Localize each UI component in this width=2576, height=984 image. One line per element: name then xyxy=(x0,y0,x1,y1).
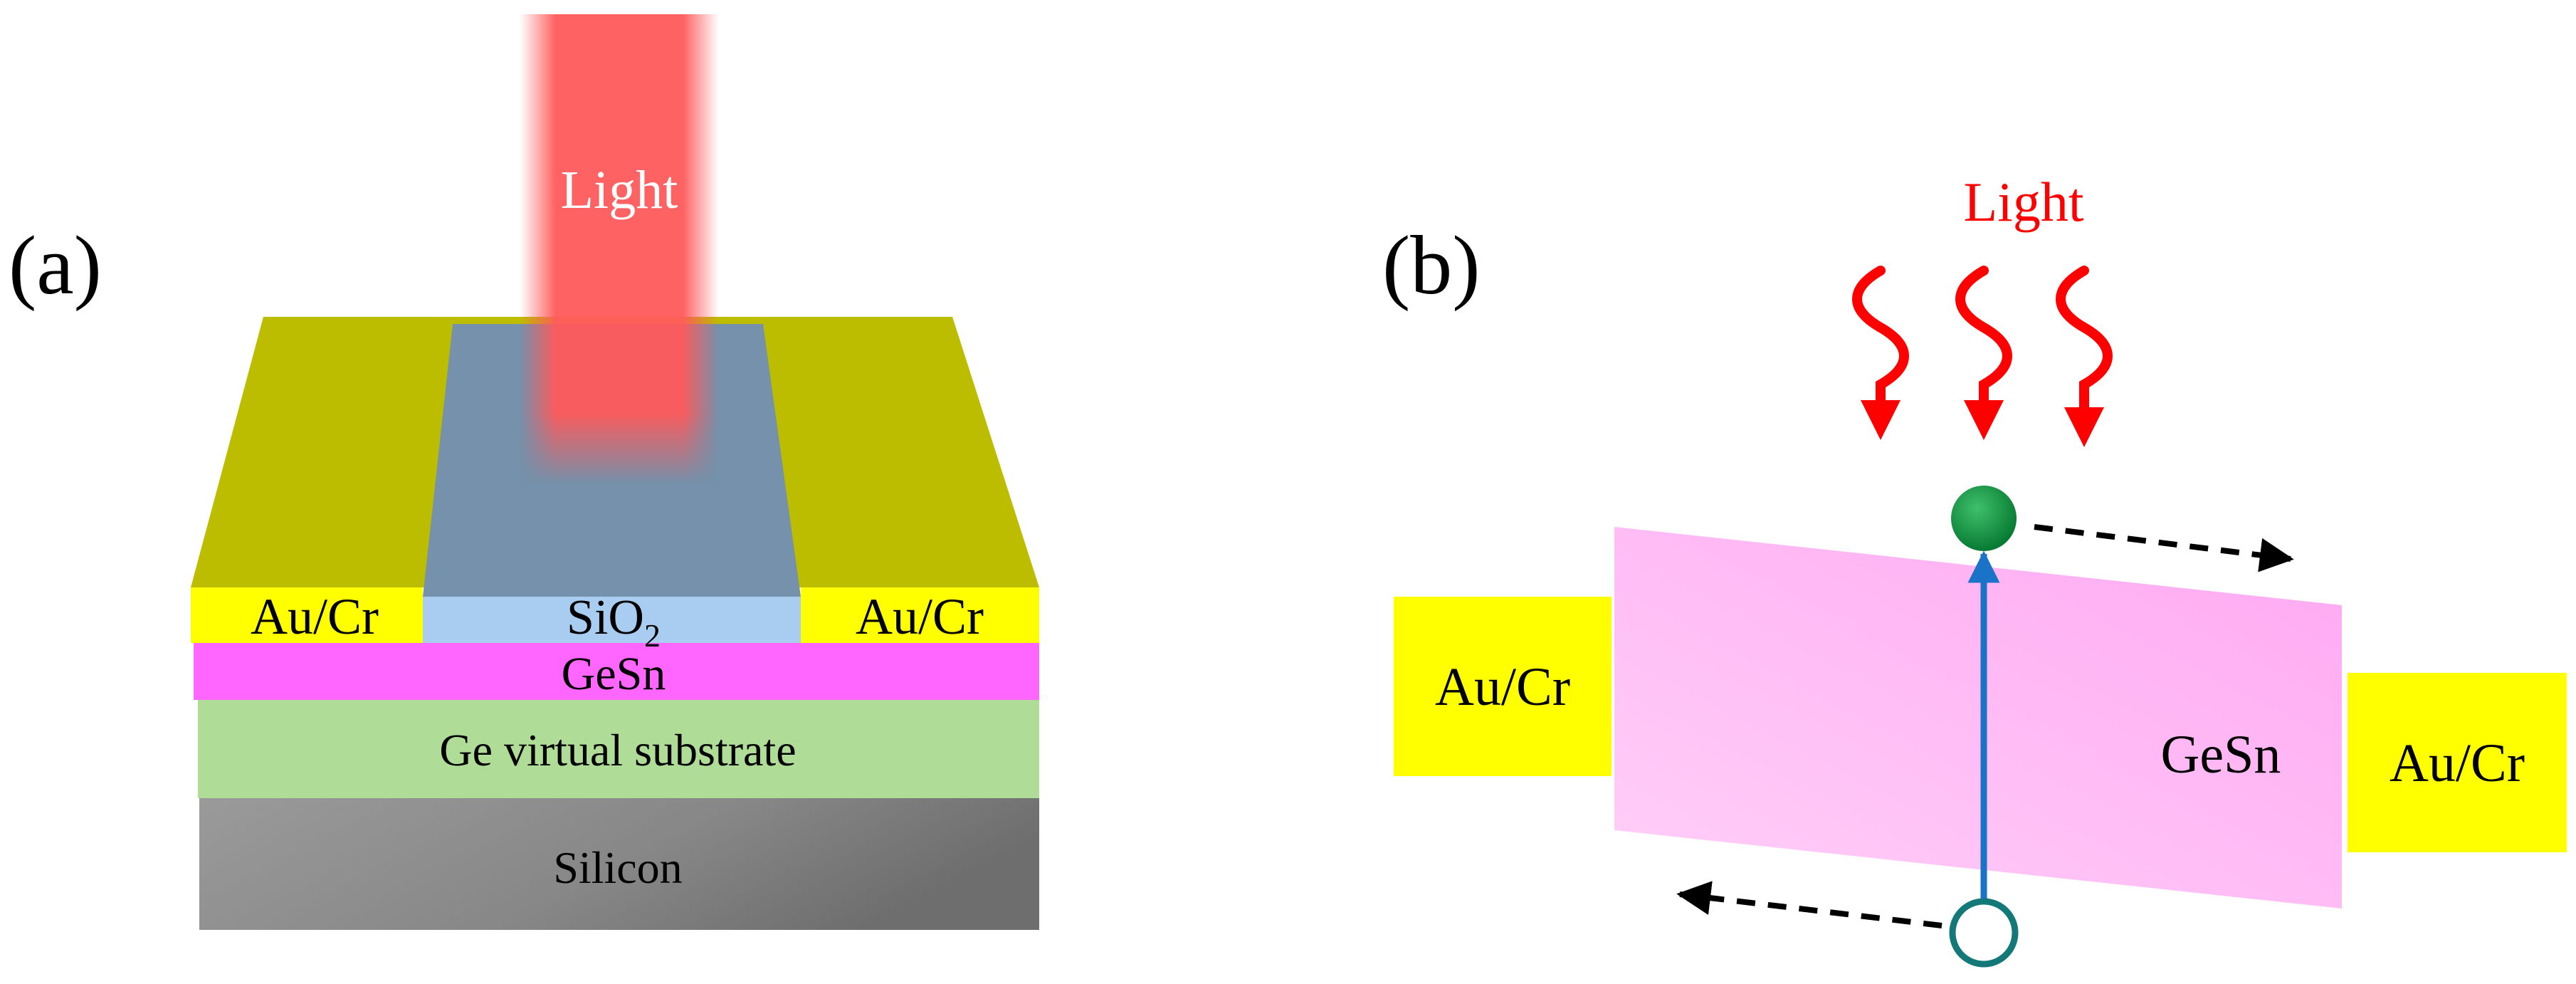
au-cr-left-contact-label: Au/Cr xyxy=(1435,657,1570,717)
au-cr-left-label: Au/Cr xyxy=(251,588,379,645)
hole-drift-arrow xyxy=(1676,881,1942,928)
electron-drift-arrow xyxy=(2034,524,2294,572)
silicon-label: Silicon xyxy=(553,842,682,893)
gesn-label-a: GeSn xyxy=(562,648,666,700)
silicon-layer xyxy=(199,798,1039,930)
panel-b-label: (b) xyxy=(1382,219,1481,312)
light-beam xyxy=(520,14,719,484)
panel-a: (a) Light Au/Cr SiO2 Au/Cr GeSn Ge virtu… xyxy=(9,14,1039,930)
au-cr-left-contact xyxy=(1394,597,1612,776)
light-label-a: Light xyxy=(561,160,678,220)
panel-a-label: (a) xyxy=(9,219,102,312)
hole xyxy=(1949,898,2019,968)
light-wave-arrow-2 xyxy=(1955,266,2012,440)
ge-substrate-label: Ge virtual substrate xyxy=(439,725,796,775)
light-label-b: Light xyxy=(1964,171,2084,233)
panel-b: (b) Light Au/Cr Au/Cr GeSn xyxy=(1382,171,2567,968)
gesn-film xyxy=(1614,527,2342,909)
au-cr-right-label: Au/Cr xyxy=(856,588,984,645)
light-wave-arrows xyxy=(1852,266,2113,447)
electron xyxy=(1951,486,2017,551)
au-cr-right-front xyxy=(801,587,1039,643)
gesn-layer xyxy=(194,643,1039,700)
ge-virtual-substrate-layer xyxy=(198,700,1039,798)
sio2-label: SiO2 xyxy=(567,590,661,654)
au-cr-left-front xyxy=(191,587,423,643)
light-wave-arrow-1 xyxy=(1852,266,1909,440)
gesn-label-b: GeSn xyxy=(2161,725,2281,785)
light-wave-arrow-3 xyxy=(2056,266,2113,447)
au-cr-right-contact-label: Au/Cr xyxy=(2390,733,2525,793)
sio2-front xyxy=(423,597,801,643)
au-cr-right-contact xyxy=(2348,673,2567,852)
